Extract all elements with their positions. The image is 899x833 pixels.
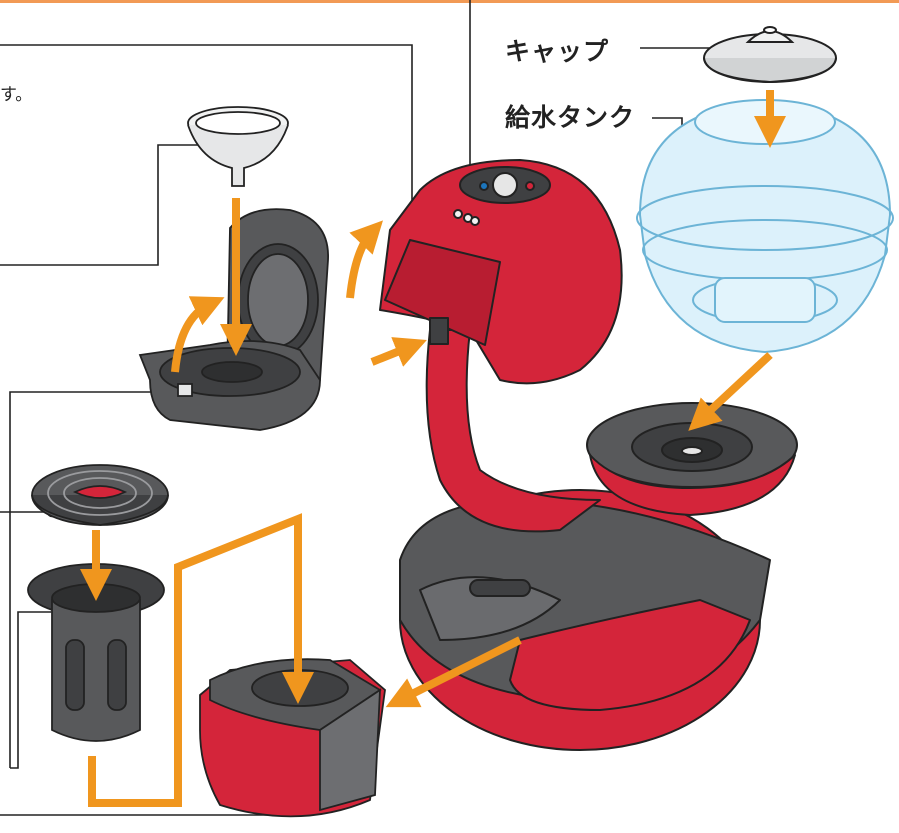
- funnel-icon: [188, 107, 288, 186]
- water-tank-label: 給水タンク: [505, 98, 635, 134]
- cap-icon: [704, 27, 836, 82]
- cap-label: キャップ: [505, 32, 609, 68]
- filter-icon: [28, 564, 164, 741]
- drip-tray-icon: [200, 659, 385, 816]
- truncated-note-text: す。: [0, 80, 32, 105]
- water-tank-icon: [637, 100, 893, 352]
- drip-grid-icon: [32, 465, 168, 525]
- arrow-head-lift: [350, 232, 372, 298]
- arrow-holder-insert: [372, 346, 412, 362]
